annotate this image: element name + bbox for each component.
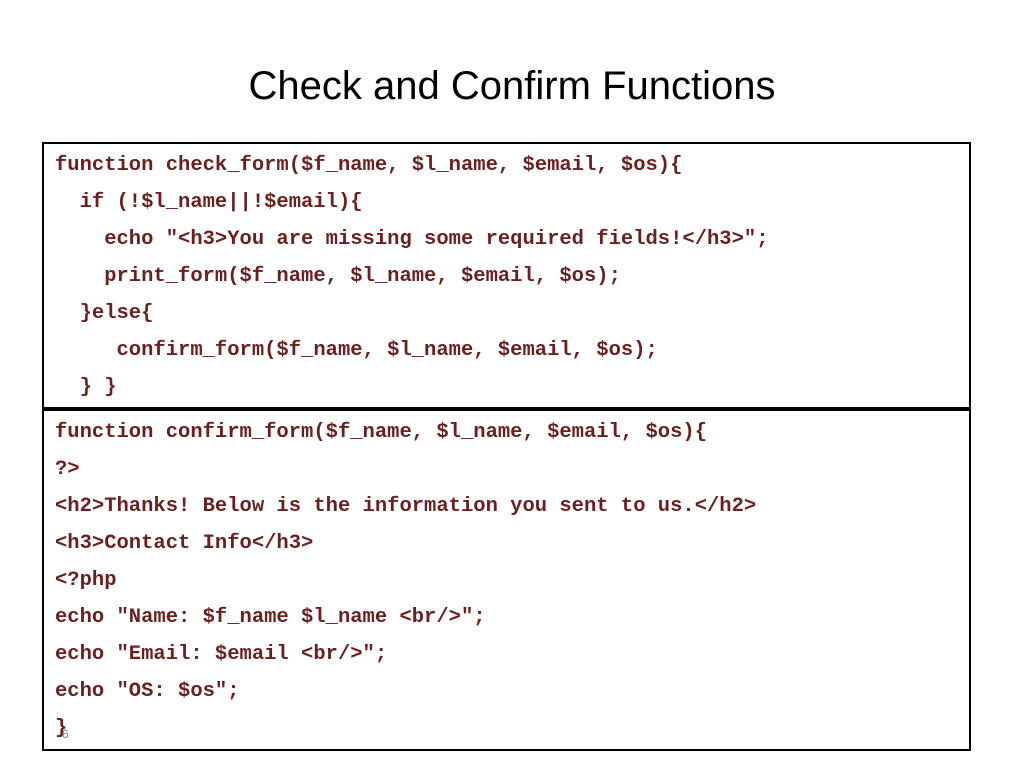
code-line: echo "OS: $os"; (55, 680, 240, 703)
code-line: <?php (55, 569, 117, 592)
slide-number: 6 (62, 727, 69, 741)
code-block-check-form: function check_form($f_name, $l_name, $e… (42, 142, 971, 409)
code-line: } } (55, 376, 117, 399)
code-line: }else{ (55, 302, 154, 325)
code-line: echo "Name: $f_name $l_name <br/>"; (55, 606, 486, 629)
code-line: function confirm_form($f_name, $l_name, … (55, 421, 708, 444)
slide-title: Check and Confirm Functions (248, 64, 776, 108)
code-block-confirm-form: function confirm_form($f_name, $l_name, … (42, 409, 971, 751)
code-line: if (!$l_name||!$email){ (55, 191, 363, 214)
code-line: <h2>Thanks! Below is the information you… (55, 495, 757, 518)
code-line: echo "Email: $email <br/>"; (55, 643, 388, 666)
code-line: ?> (55, 458, 80, 481)
code-line: <h3>Contact Info</h3> (55, 532, 314, 555)
code-line: function check_form($f_name, $l_name, $e… (55, 154, 683, 177)
code-line: print_form($f_name, $l_name, $email, $os… (55, 265, 621, 288)
code-line: confirm_form($f_name, $l_name, $email, $… (55, 339, 658, 362)
code-line: } (55, 717, 68, 740)
code-line: echo "<h3>You are missing some required … (55, 228, 769, 251)
